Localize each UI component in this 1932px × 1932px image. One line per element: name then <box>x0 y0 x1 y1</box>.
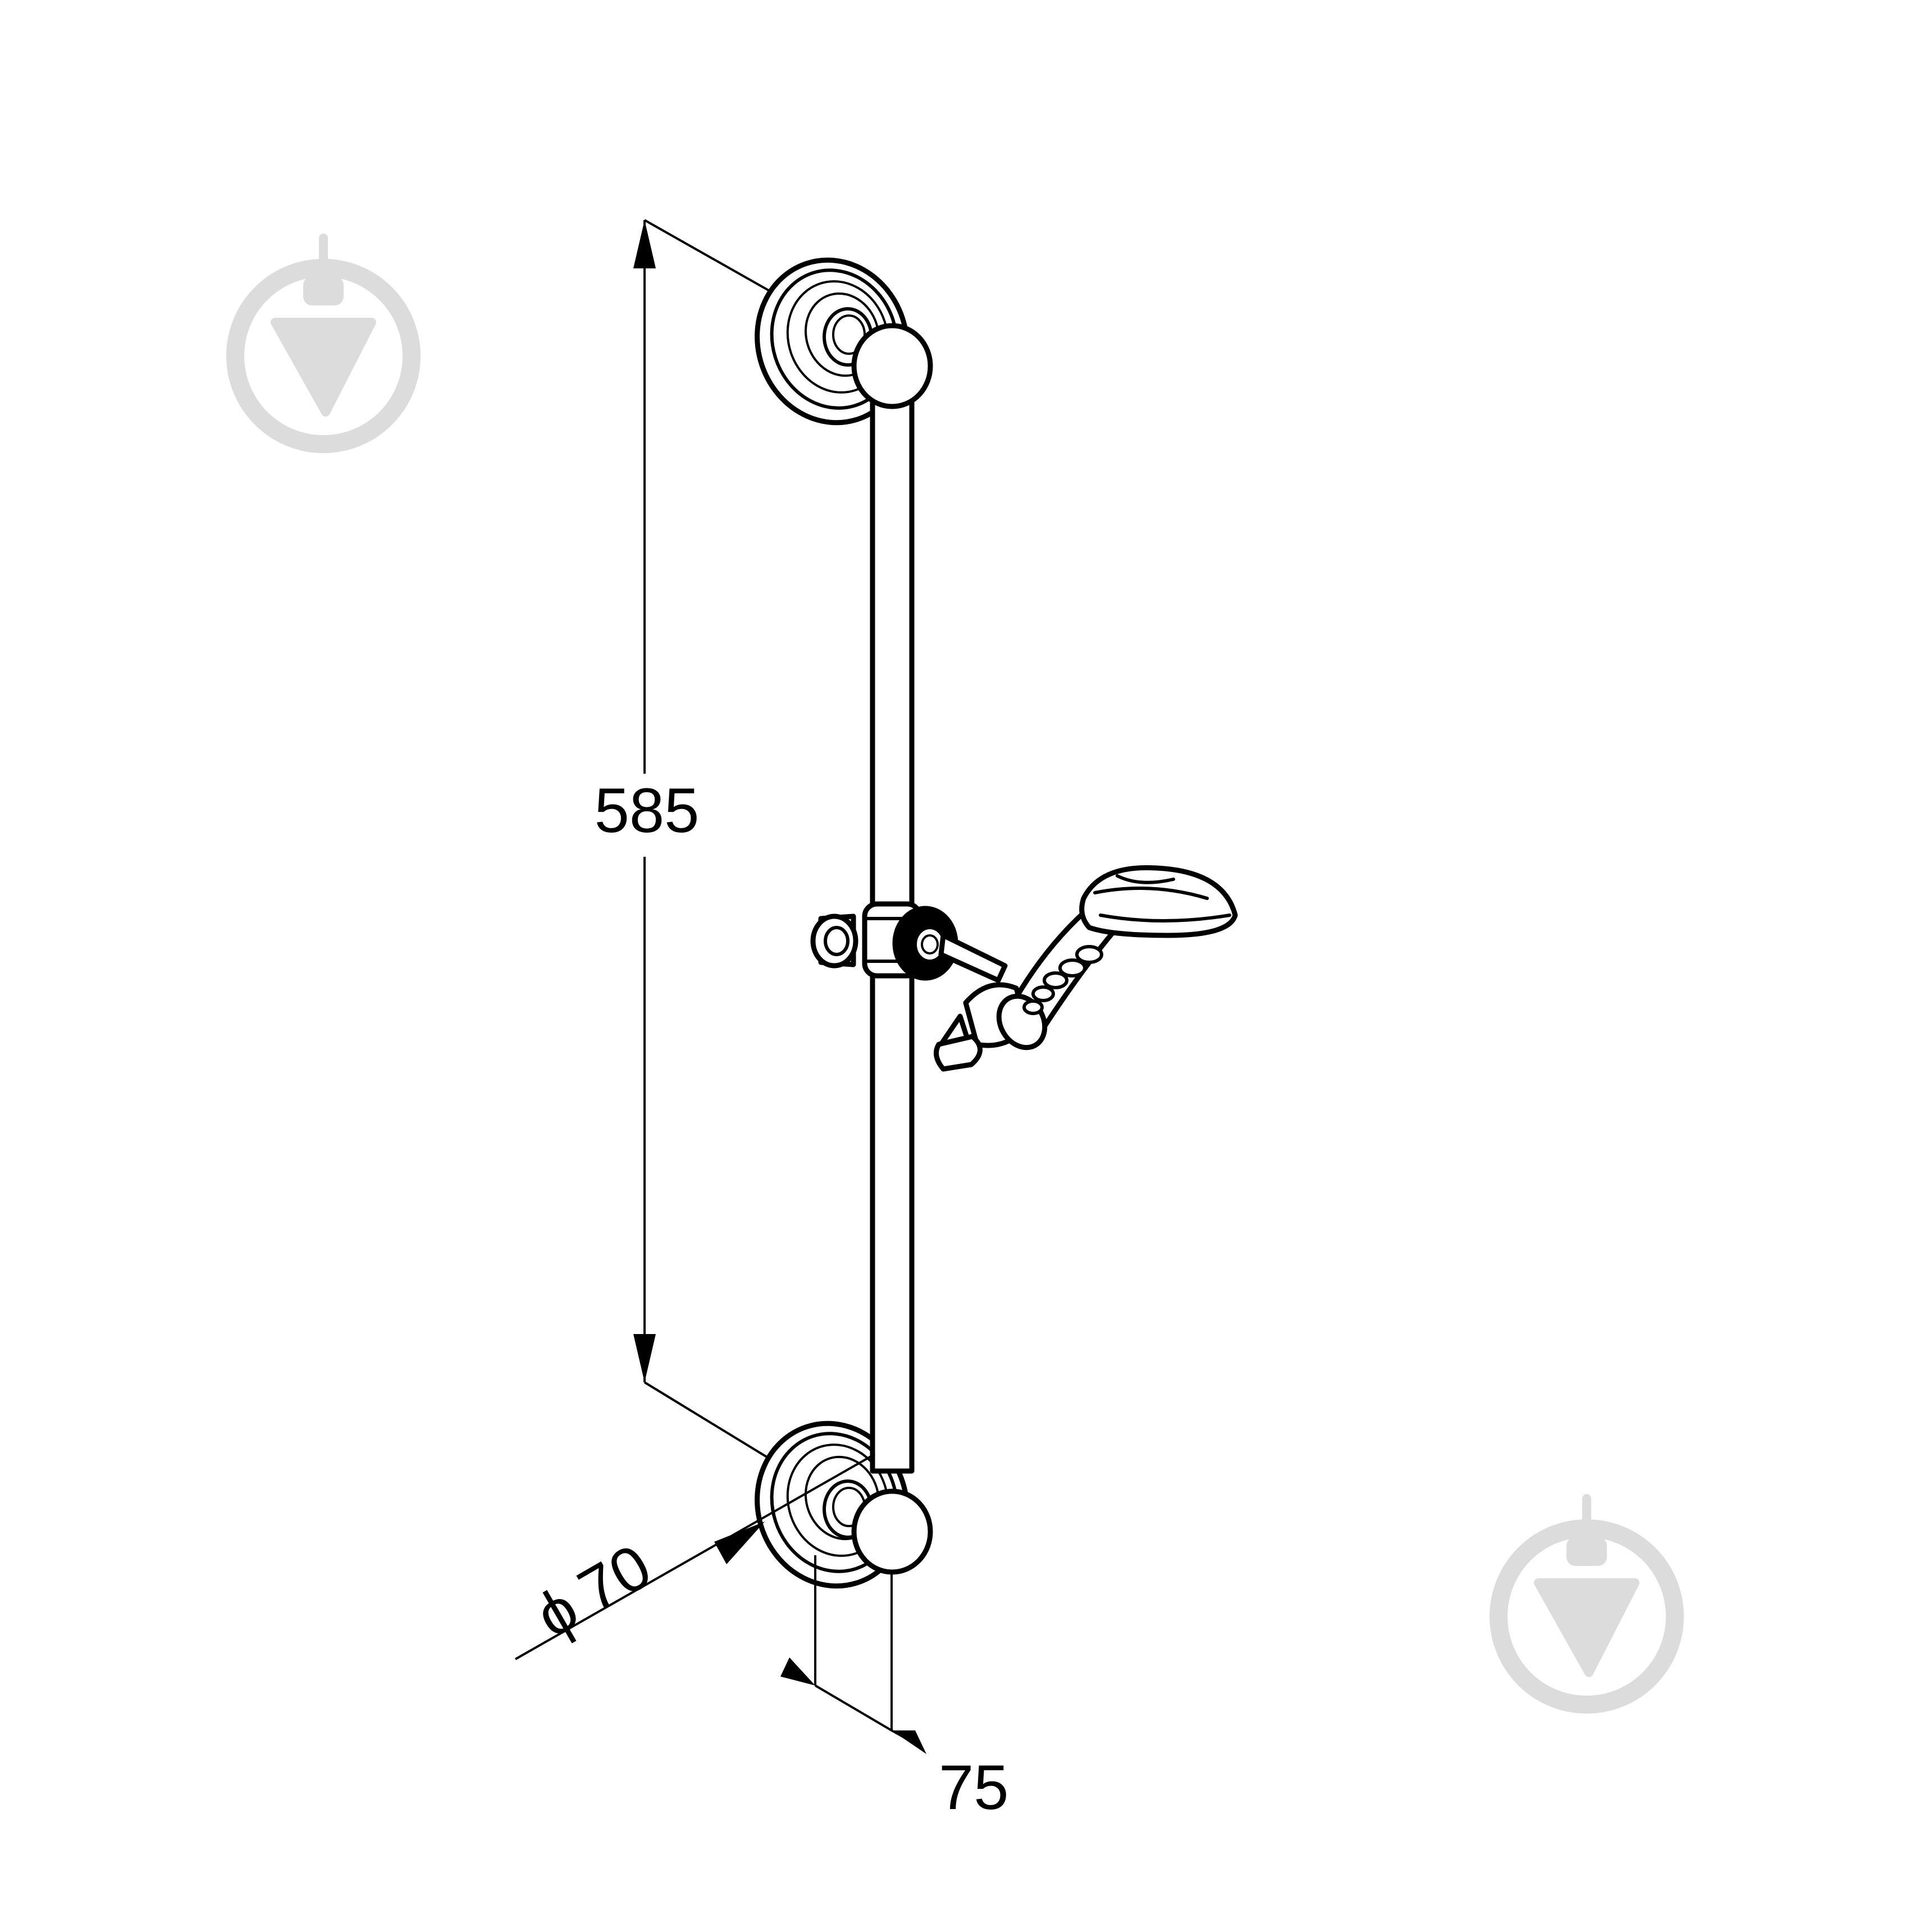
watermark-logo-top-left <box>226 234 421 453</box>
height-dimension: 585 <box>595 219 773 1461</box>
projection-dimension: 75 <box>780 1555 1009 1823</box>
height-dimension-label: 585 <box>595 775 700 846</box>
diameter-value: 70 <box>567 1531 663 1627</box>
projection-dimension-label: 75 <box>939 1752 1009 1823</box>
watermark-logo-bottom-right <box>1490 1494 1684 1714</box>
slider-holder <box>810 901 1008 983</box>
hand-shower <box>934 865 1238 1072</box>
